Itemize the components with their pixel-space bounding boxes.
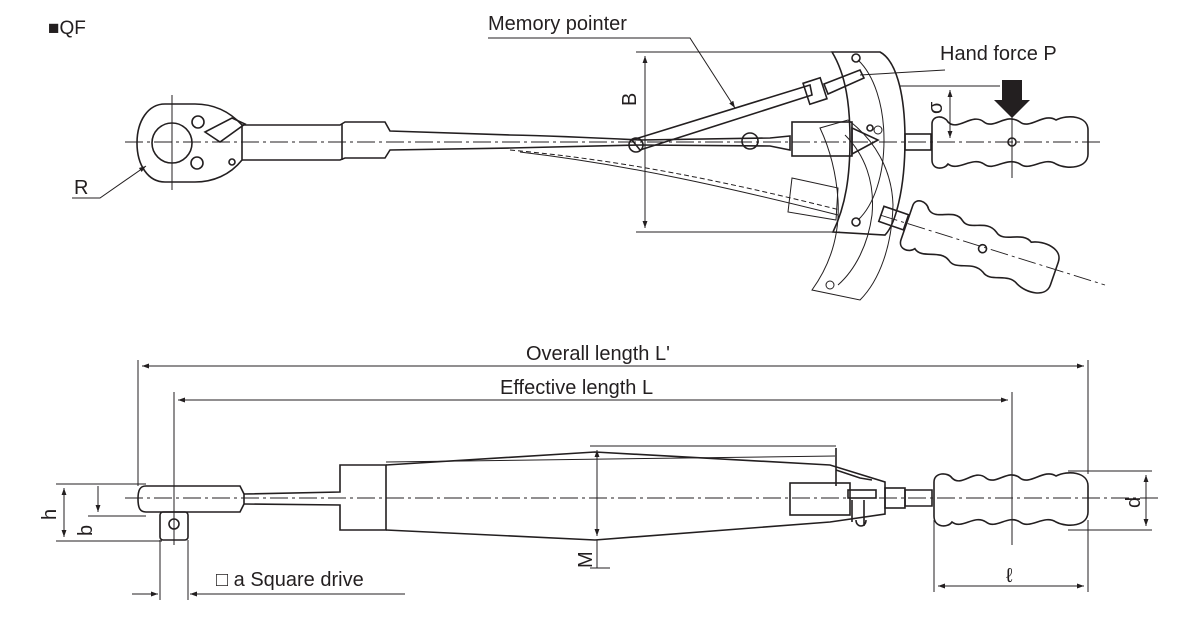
memory-pointer-label: Memory pointer — [488, 13, 627, 35]
side-beam — [385, 448, 933, 541]
memory-pointer-leader — [488, 37, 736, 109]
dim-h-label: h — [39, 509, 61, 520]
dimension-sigma — [900, 85, 1000, 138]
dimension-square-drive — [132, 540, 405, 600]
dimension-b — [636, 51, 840, 233]
hand-force-label: Hand force P — [940, 43, 1057, 65]
dimension-overall-length — [137, 360, 1089, 486]
dimension-h — [56, 483, 162, 542]
side-view — [56, 360, 1160, 600]
dim-sigma-label: σ — [925, 101, 947, 114]
overall-length-label: Overall length L' — [526, 343, 670, 365]
grip-top — [904, 112, 1089, 178]
effective-length-label: Effective length L — [500, 377, 653, 399]
dimension-grip-length — [933, 520, 1089, 592]
model-label: ■QF — [48, 18, 86, 39]
radius-leader — [72, 165, 147, 199]
dimension-d — [1068, 470, 1152, 531]
dim-b-top-label: B — [619, 93, 641, 106]
scale-plate-deflected — [787, 119, 894, 301]
dim-b-label: b — [75, 525, 97, 536]
radius-label: R — [74, 177, 88, 199]
deflected-beam — [509, 149, 841, 211]
ratchet-head — [136, 95, 247, 190]
scale-plate — [791, 51, 906, 236]
side-head — [137, 464, 387, 545]
grip-deflected — [877, 200, 1060, 294]
dim-m-label: M — [575, 551, 597, 568]
grip-side — [933, 470, 1089, 545]
wrench-body-top — [242, 121, 791, 161]
dimension-effective-length — [173, 392, 1013, 472]
top-view — [72, 37, 1106, 301]
dimension-b-side — [88, 486, 146, 517]
dim-d-label: d — [1123, 497, 1145, 508]
dimension-m — [590, 445, 836, 569]
dim-grip-length-label: ℓ — [1006, 565, 1013, 587]
hand-force-arrow — [994, 80, 1030, 118]
square-drive-label: □ a Square drive — [216, 569, 364, 591]
